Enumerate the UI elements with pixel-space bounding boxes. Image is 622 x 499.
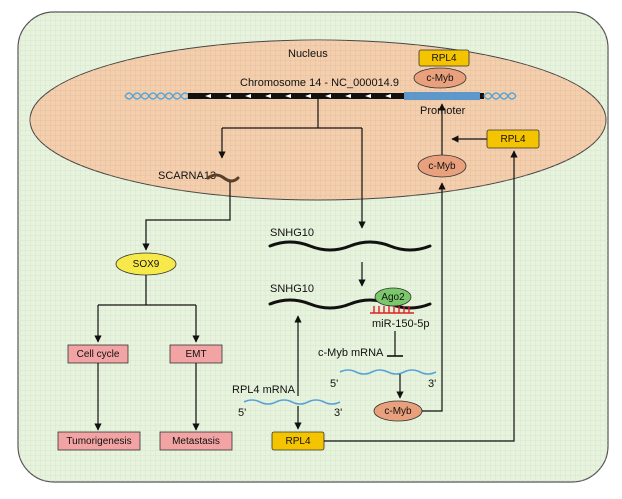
svg-text:Tumorigenesis: Tumorigenesis: [66, 436, 131, 447]
emt-node: EMT: [169, 344, 223, 364]
arrow-cmyb-to-nucleus: [422, 182, 446, 412]
cmyb-node-top: c-Myb: [413, 67, 467, 89]
promoter-region: [404, 92, 480, 100]
svg-text:SOX9: SOX9: [133, 259, 160, 270]
svg-text:5': 5': [330, 378, 338, 390]
mir-150-5p: miR-150-5p: [370, 306, 429, 330]
chromosome: Chromosome 14 - NC_000014.9 Promoter: [124, 77, 517, 117]
cmyb-node-mid: c-Myb: [417, 154, 467, 178]
inhibition-mir-to-cmyb-mrna: [387, 331, 403, 357]
svg-text:c-Myb: c-Myb: [426, 73, 454, 84]
svg-text:RPL4: RPL4: [431, 53, 456, 64]
arrow-scarna13-to-sox9: [142, 182, 231, 251]
svg-text:SNHG10: SNHG10: [270, 283, 314, 295]
transcription-arrows: [218, 99, 366, 229]
rpl4-node-right: RPL4: [486, 129, 540, 149]
svg-text:3': 3': [334, 407, 342, 419]
scarna13: SCARNA13: [158, 170, 240, 183]
arrow-rpl4-to-nucleus: [324, 150, 518, 442]
svg-text:Metastasis: Metastasis: [172, 436, 220, 447]
svg-text:c-Myb: c-Myb: [384, 406, 412, 417]
svg-text:SCARNA13: SCARNA13: [158, 170, 216, 182]
snhg10-top: SNHG10: [268, 227, 432, 252]
svg-text:miR-150-5p: miR-150-5p: [372, 318, 429, 330]
snhg10-mid: SNHG10: [268, 283, 432, 310]
tumorigenesis-node: Tumorigenesis: [57, 431, 141, 451]
svg-text:c-Myb mRNA: c-Myb mRNA: [318, 347, 384, 359]
sox9-branch-arrows: [94, 275, 200, 343]
sox9-node: SOX9: [115, 252, 177, 276]
cell-cycle-node: Cell cycle: [67, 344, 129, 364]
metastasis-node: Metastasis: [159, 431, 233, 451]
svg-text:5': 5': [238, 407, 246, 419]
svg-text:RPL4 mRNA: RPL4 mRNA: [232, 384, 296, 396]
svg-text:3': 3': [428, 378, 436, 390]
rpl4-node-bottom: RPL4: [271, 431, 325, 451]
cmyb-node-bottom: c-Myb: [373, 400, 423, 422]
svg-text:Ago2: Ago2: [381, 292, 405, 303]
chromosome-label: Chromosome 14 - NC_000014.9: [240, 77, 399, 89]
svg-text:SNHG10: SNHG10: [270, 227, 314, 239]
svg-text:EMT: EMT: [185, 349, 206, 360]
svg-text:Cell cycle: Cell cycle: [77, 349, 120, 360]
ago2-node: Ago2: [374, 287, 412, 307]
rpl4-mrna: RPL4 mRNA 5' 3': [232, 384, 342, 419]
svg-text:c-Myb: c-Myb: [428, 161, 456, 172]
nucleus-label: Nucleus: [288, 48, 328, 60]
cmyb-mrna: c-Myb mRNA 5' 3': [318, 347, 437, 390]
promoter-label: Promoter: [420, 105, 466, 117]
svg-text:RPL4: RPL4: [285, 436, 310, 447]
rpl4-node-top: RPL4: [418, 49, 470, 67]
chromosome-bar: [188, 93, 484, 99]
svg-text:RPL4: RPL4: [500, 134, 525, 145]
